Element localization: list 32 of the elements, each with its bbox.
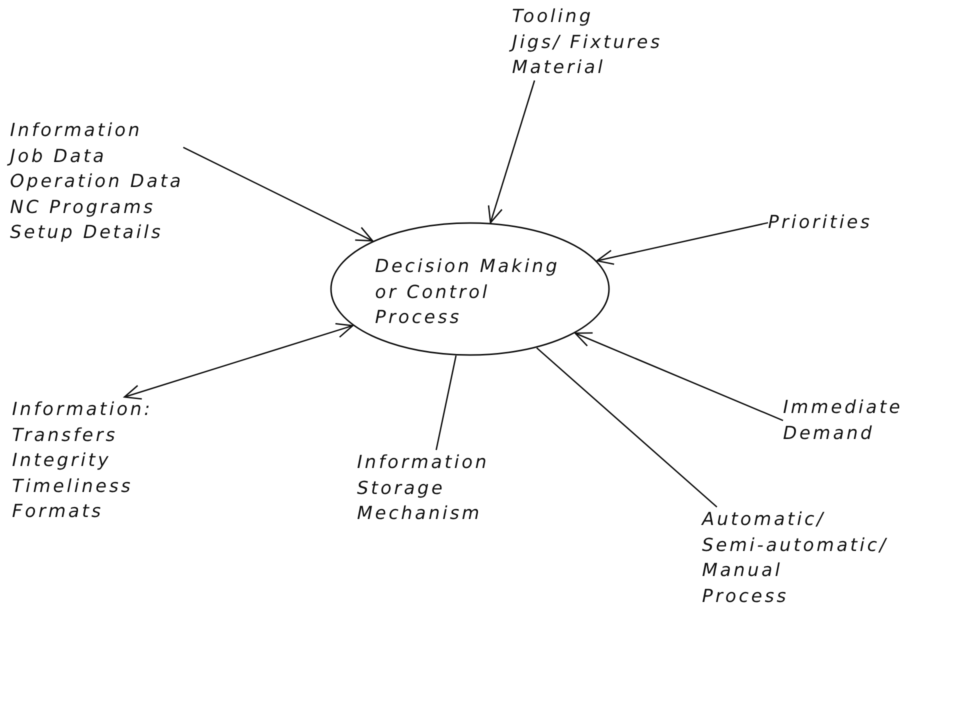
node-label: Formats (12, 500, 104, 524)
node-label: Tooling (512, 5, 594, 29)
connector-line (536, 347, 718, 508)
connector-line (436, 356, 457, 450)
node-label: Integrity (12, 449, 112, 473)
node-label: Manual (702, 559, 784, 583)
node-label: Mechanism (357, 502, 483, 526)
node-label: Demand (783, 422, 876, 446)
node-label: Setup Details (10, 221, 164, 245)
node-label: Process (375, 306, 462, 330)
node-label: Process (702, 584, 790, 608)
arrow (596, 222, 768, 265)
node-label: NC Programs (10, 196, 156, 220)
node-label: Semi-automatic/ (702, 534, 888, 558)
node-label: Information (10, 119, 144, 143)
node-label: Automatic/ (702, 508, 826, 532)
arrow (574, 332, 784, 422)
node-label: Storage (357, 476, 446, 500)
node-label: Decision Making (375, 255, 561, 279)
arrow (124, 323, 354, 400)
arrow (182, 146, 374, 242)
node-label: Material (512, 56, 606, 80)
node-label: Transfers (12, 424, 119, 448)
arrow (488, 80, 536, 224)
node-label: Priorities (768, 211, 872, 235)
node-label: Operation Data (10, 170, 184, 194)
node-label: Timeliness (12, 474, 134, 498)
process-ellipse (330, 222, 610, 356)
node-label: Information: (12, 398, 153, 422)
node-label: Immediate (783, 396, 903, 420)
node-label: or Control (375, 280, 491, 304)
node-label: Information (357, 451, 490, 475)
